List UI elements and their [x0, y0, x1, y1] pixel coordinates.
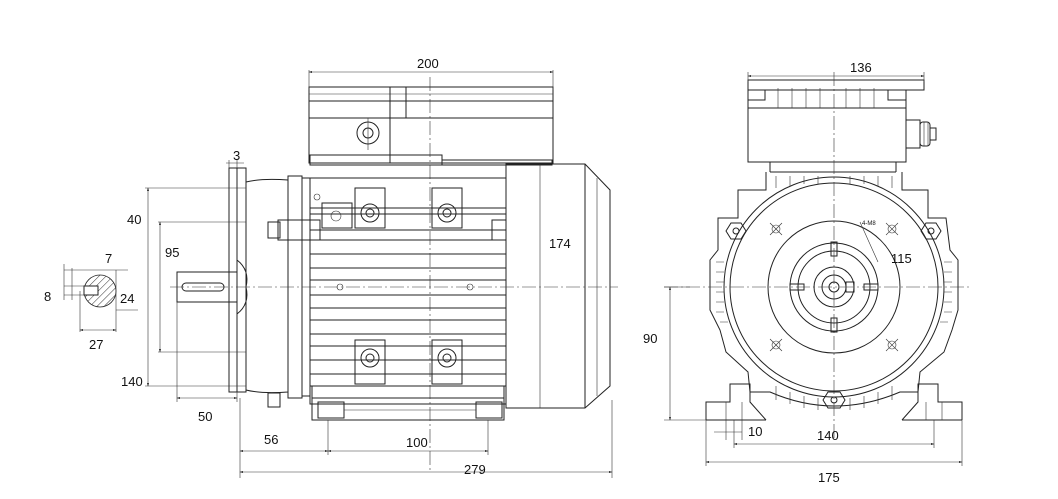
dim-174: 174 — [549, 236, 571, 251]
dim-56: 56 — [264, 432, 278, 447]
dim-90: 90 — [643, 331, 657, 346]
dimension-labels: 200 3 40 95 7 8 24 27 140 50 174 56 100 … — [44, 56, 912, 485]
dim-140-end: 140 — [817, 428, 839, 443]
dim-8: 8 — [44, 289, 51, 304]
feet-side — [311, 385, 505, 421]
shaft-section-detail — [63, 264, 138, 332]
bolt-note: 4-M8 — [862, 221, 876, 227]
end-view — [664, 72, 970, 466]
dim-10: 10 — [748, 424, 762, 439]
dim-175: 175 — [818, 470, 840, 485]
dim-200: 200 — [417, 56, 439, 71]
dim-100: 100 — [406, 435, 428, 450]
dim-115: 115 — [891, 251, 912, 266]
dim-50: 50 — [198, 409, 212, 424]
terminal-box-side — [308, 86, 554, 166]
side-view — [63, 70, 618, 478]
dim-95: 95 — [165, 245, 179, 260]
flange-side — [228, 167, 311, 408]
dim-136: 136 — [850, 60, 872, 75]
motor-housing-side — [277, 177, 507, 405]
dim-24: 24 — [120, 291, 134, 306]
side-dimensions — [145, 70, 613, 478]
feet-end — [705, 383, 963, 421]
end-dimensions — [664, 72, 963, 466]
dim-7: 7 — [105, 251, 112, 266]
fan-cover-side — [505, 163, 611, 409]
dim-140-side: 140 — [121, 374, 143, 389]
dim-27: 27 — [89, 337, 103, 352]
terminal-box-end — [747, 79, 937, 173]
flange-bolt-holes — [769, 222, 899, 352]
dim-40: 40 — [127, 212, 141, 227]
dim-279: 279 — [464, 462, 486, 477]
dim-3: 3 — [233, 148, 240, 163]
